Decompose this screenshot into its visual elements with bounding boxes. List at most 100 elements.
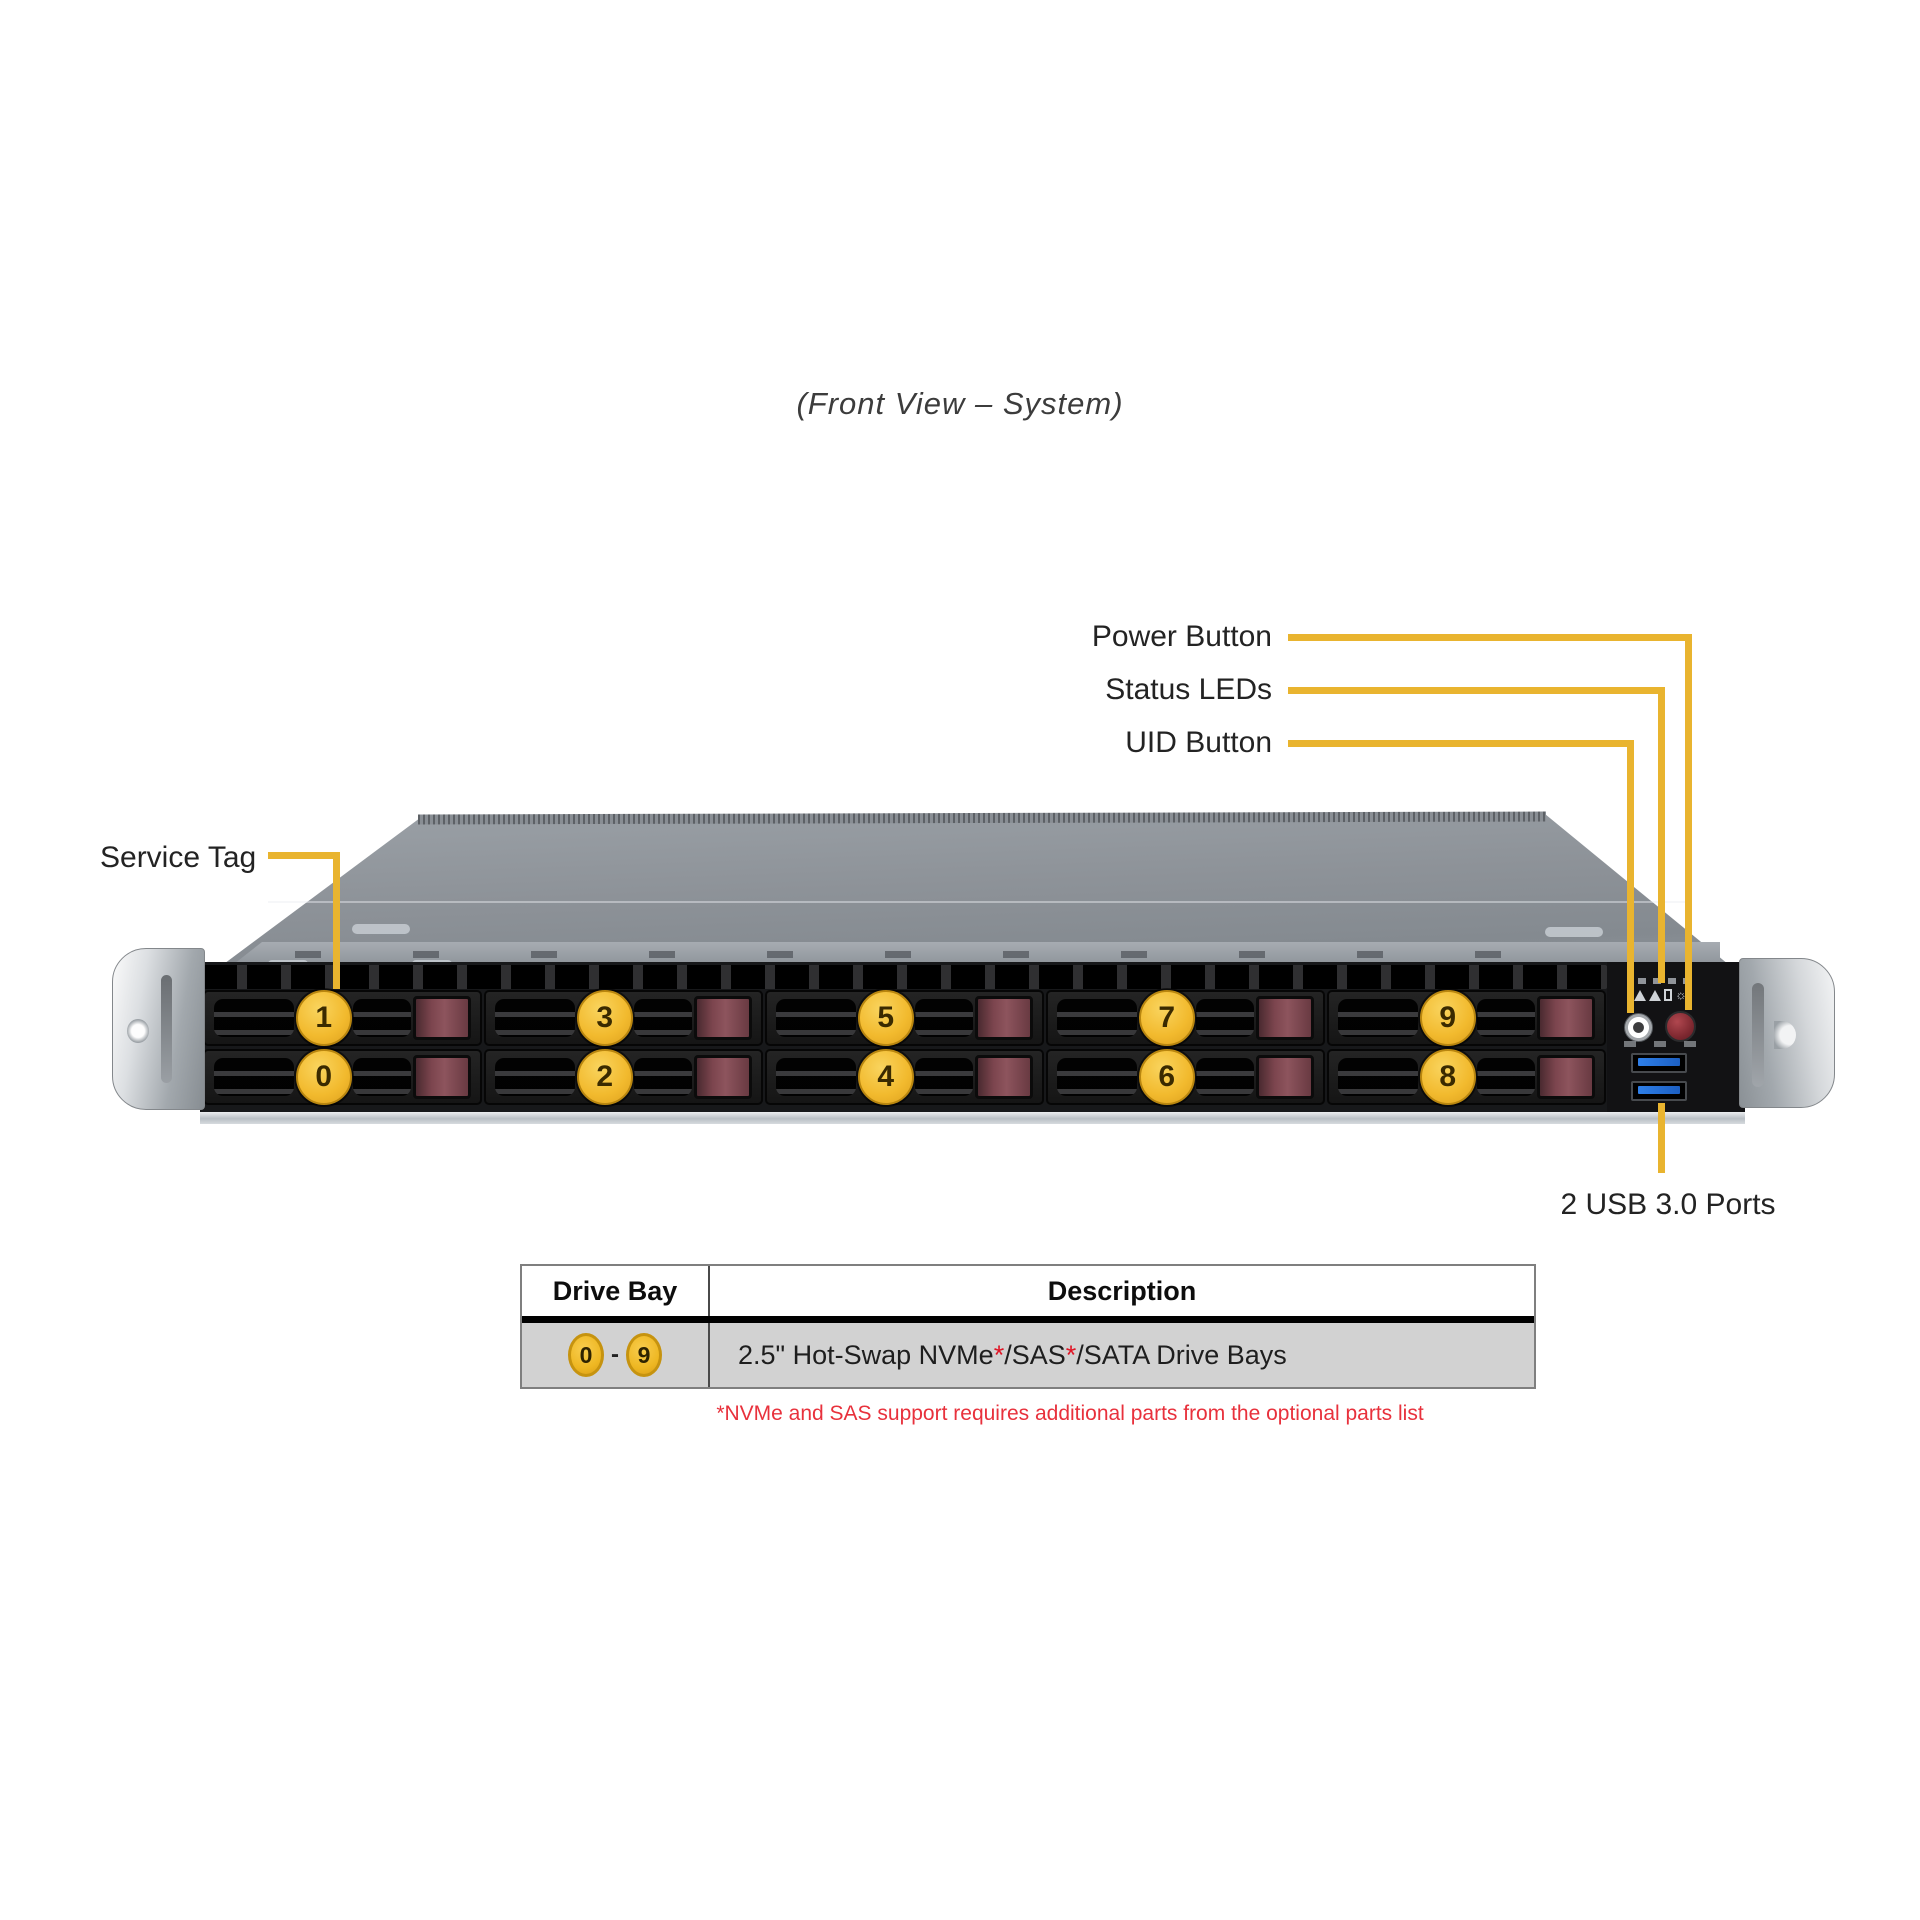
description-text: /SATA Drive Bays xyxy=(1076,1339,1287,1370)
power-button-callout-line xyxy=(1288,634,1692,641)
drive-bay-tray-3: 3 xyxy=(484,990,763,1046)
tray-vent-slots xyxy=(495,999,575,1037)
uid-button-graphic xyxy=(1624,1013,1653,1042)
tray-vent-slots xyxy=(495,1058,575,1096)
table-cell-description: 2.5" Hot-Swap NVMe*/SAS*/SATA Drive Bays xyxy=(710,1323,1534,1387)
tray-vent-slots xyxy=(214,999,294,1037)
drive-bay-tray-7: 7 xyxy=(1046,990,1325,1046)
drive-latch-icon xyxy=(693,996,752,1040)
bay-number-badge: 3 xyxy=(576,990,633,1046)
drive-latch-icon xyxy=(1255,996,1314,1040)
power-button-label: Power Button xyxy=(1091,620,1272,653)
table-header-drive-bay: Drive Bay xyxy=(522,1266,710,1316)
drive-bay-tray-8: 8 xyxy=(1327,1049,1606,1105)
description-text: /SAS xyxy=(1004,1339,1066,1370)
power-led-icon: ☼ xyxy=(1675,987,1687,1002)
nvme-asterisk: * xyxy=(993,1339,1005,1370)
service-tag-label: Service Tag xyxy=(100,841,257,874)
drive-bay-tray-5: 5 xyxy=(765,990,1044,1046)
battery-led-icon xyxy=(1664,989,1672,1001)
ear-screw-hole xyxy=(1774,1021,1796,1049)
chassis-top-seam xyxy=(268,901,1688,903)
bay-number-badge: 0 xyxy=(295,1049,352,1105)
tray-vent-slots xyxy=(1057,999,1137,1037)
bay-range-end-badge: 9 xyxy=(626,1333,662,1377)
drive-bay-tray-0: 0 xyxy=(203,1049,482,1105)
drive-bay-tray-1: 1 xyxy=(203,990,482,1046)
drive-latch-icon xyxy=(693,1055,752,1099)
alert-triangle-icon xyxy=(1649,990,1661,1001)
uid-button-callout-line xyxy=(1627,740,1634,1013)
table-cell-bay-range: 0 - 9 xyxy=(522,1323,710,1387)
figure-title: (Front View – System) xyxy=(796,386,1124,421)
drive-bay-tray-2: 2 xyxy=(484,1049,763,1105)
table-footnote: *NVMe and SAS support requires additiona… xyxy=(716,1402,1424,1425)
status-leds-callout-line xyxy=(1288,687,1665,694)
drive-latch-icon xyxy=(1255,1055,1314,1099)
bay-number-badge: 6 xyxy=(1138,1049,1195,1105)
bay-range-separator: - xyxy=(611,1341,619,1368)
tray-vent-slots xyxy=(1477,999,1536,1037)
tray-vent-slots xyxy=(634,999,693,1037)
tray-vent-slots xyxy=(915,1058,974,1096)
tray-vent-slots xyxy=(1057,1058,1137,1096)
front-vent-slots xyxy=(203,965,1607,989)
drive-latch-icon xyxy=(1536,1055,1595,1099)
drive-latch-icon xyxy=(412,1055,471,1099)
tray-vent-slots xyxy=(1196,999,1255,1037)
drive-bay-tray-9: 9 xyxy=(1327,990,1606,1046)
drive-latch-icon xyxy=(974,1055,1033,1099)
ear-screw-hole xyxy=(127,1019,149,1043)
ear-slot xyxy=(161,975,172,1083)
chassis-indent xyxy=(352,924,410,934)
bay-number-badge: 7 xyxy=(1138,990,1195,1046)
bay-number-badge: 9 xyxy=(1419,990,1476,1046)
usb-ports-label: 2 USB 3.0 Ports xyxy=(1560,1188,1776,1221)
usb-ports-callout-line xyxy=(1658,1103,1665,1173)
uid-button-callout-line xyxy=(1288,740,1634,747)
description-text: 2.5" Hot-Swap NVMe xyxy=(738,1339,994,1370)
bay-number-badge: 2 xyxy=(576,1049,633,1105)
drive-bay-table: Drive Bay Description 0 - 9 2.5" Hot-Swa… xyxy=(520,1264,1536,1389)
usb-tongue-icon xyxy=(1638,1086,1680,1094)
panel-icon-labels xyxy=(1624,1041,1700,1047)
drive-bay-tray-4: 4 xyxy=(765,1049,1044,1105)
right-rack-ear xyxy=(1739,958,1835,1108)
power-button-graphic xyxy=(1665,1011,1696,1042)
uid-button-label: UID Button xyxy=(1125,726,1272,759)
ear-slot xyxy=(1752,983,1764,1087)
usb3-port-bottom xyxy=(1631,1081,1687,1101)
power-button-callout-line xyxy=(1685,634,1692,1010)
tray-vent-slots xyxy=(776,999,856,1037)
drive-latch-icon xyxy=(412,996,471,1040)
status-led-icons: ☼ xyxy=(1634,987,1687,1002)
chassis-indent xyxy=(1545,927,1603,937)
tray-vent-slots xyxy=(1477,1058,1536,1096)
status-leds-callout-line xyxy=(1658,687,1665,983)
drive-bay-tray-6: 6 xyxy=(1046,1049,1325,1105)
usb3-port-top xyxy=(1631,1053,1687,1073)
bay-number-badge: 4 xyxy=(857,1049,914,1105)
tray-vent-slots xyxy=(1338,999,1418,1037)
usb-tongue-icon xyxy=(1638,1058,1680,1066)
drive-latch-icon xyxy=(1536,996,1595,1040)
bay-number-badge: 5 xyxy=(857,990,914,1046)
chassis-bottom-edge xyxy=(200,1112,1745,1124)
service-tag-callout-line xyxy=(268,852,340,859)
sas-asterisk: * xyxy=(1065,1339,1077,1370)
tray-vent-slots xyxy=(1196,1058,1255,1096)
tray-vent-slots xyxy=(214,1058,294,1096)
tray-vent-slots xyxy=(776,1058,856,1096)
led-window-icons xyxy=(1638,978,1694,984)
table-header-row: Drive Bay Description xyxy=(522,1266,1534,1323)
drive-latch-icon xyxy=(974,996,1033,1040)
alert-triangle-icon xyxy=(1634,990,1646,1001)
service-tag-callout-line xyxy=(333,852,340,989)
bay-number-badge: 8 xyxy=(1419,1049,1476,1105)
status-leds-label: Status LEDs xyxy=(1105,673,1272,706)
left-rack-ear xyxy=(112,948,205,1110)
tray-vent-slots xyxy=(634,1058,693,1096)
tray-vent-slots xyxy=(915,999,974,1037)
bay-number-badge: 1 xyxy=(295,990,352,1046)
tray-vent-slots xyxy=(353,999,412,1037)
